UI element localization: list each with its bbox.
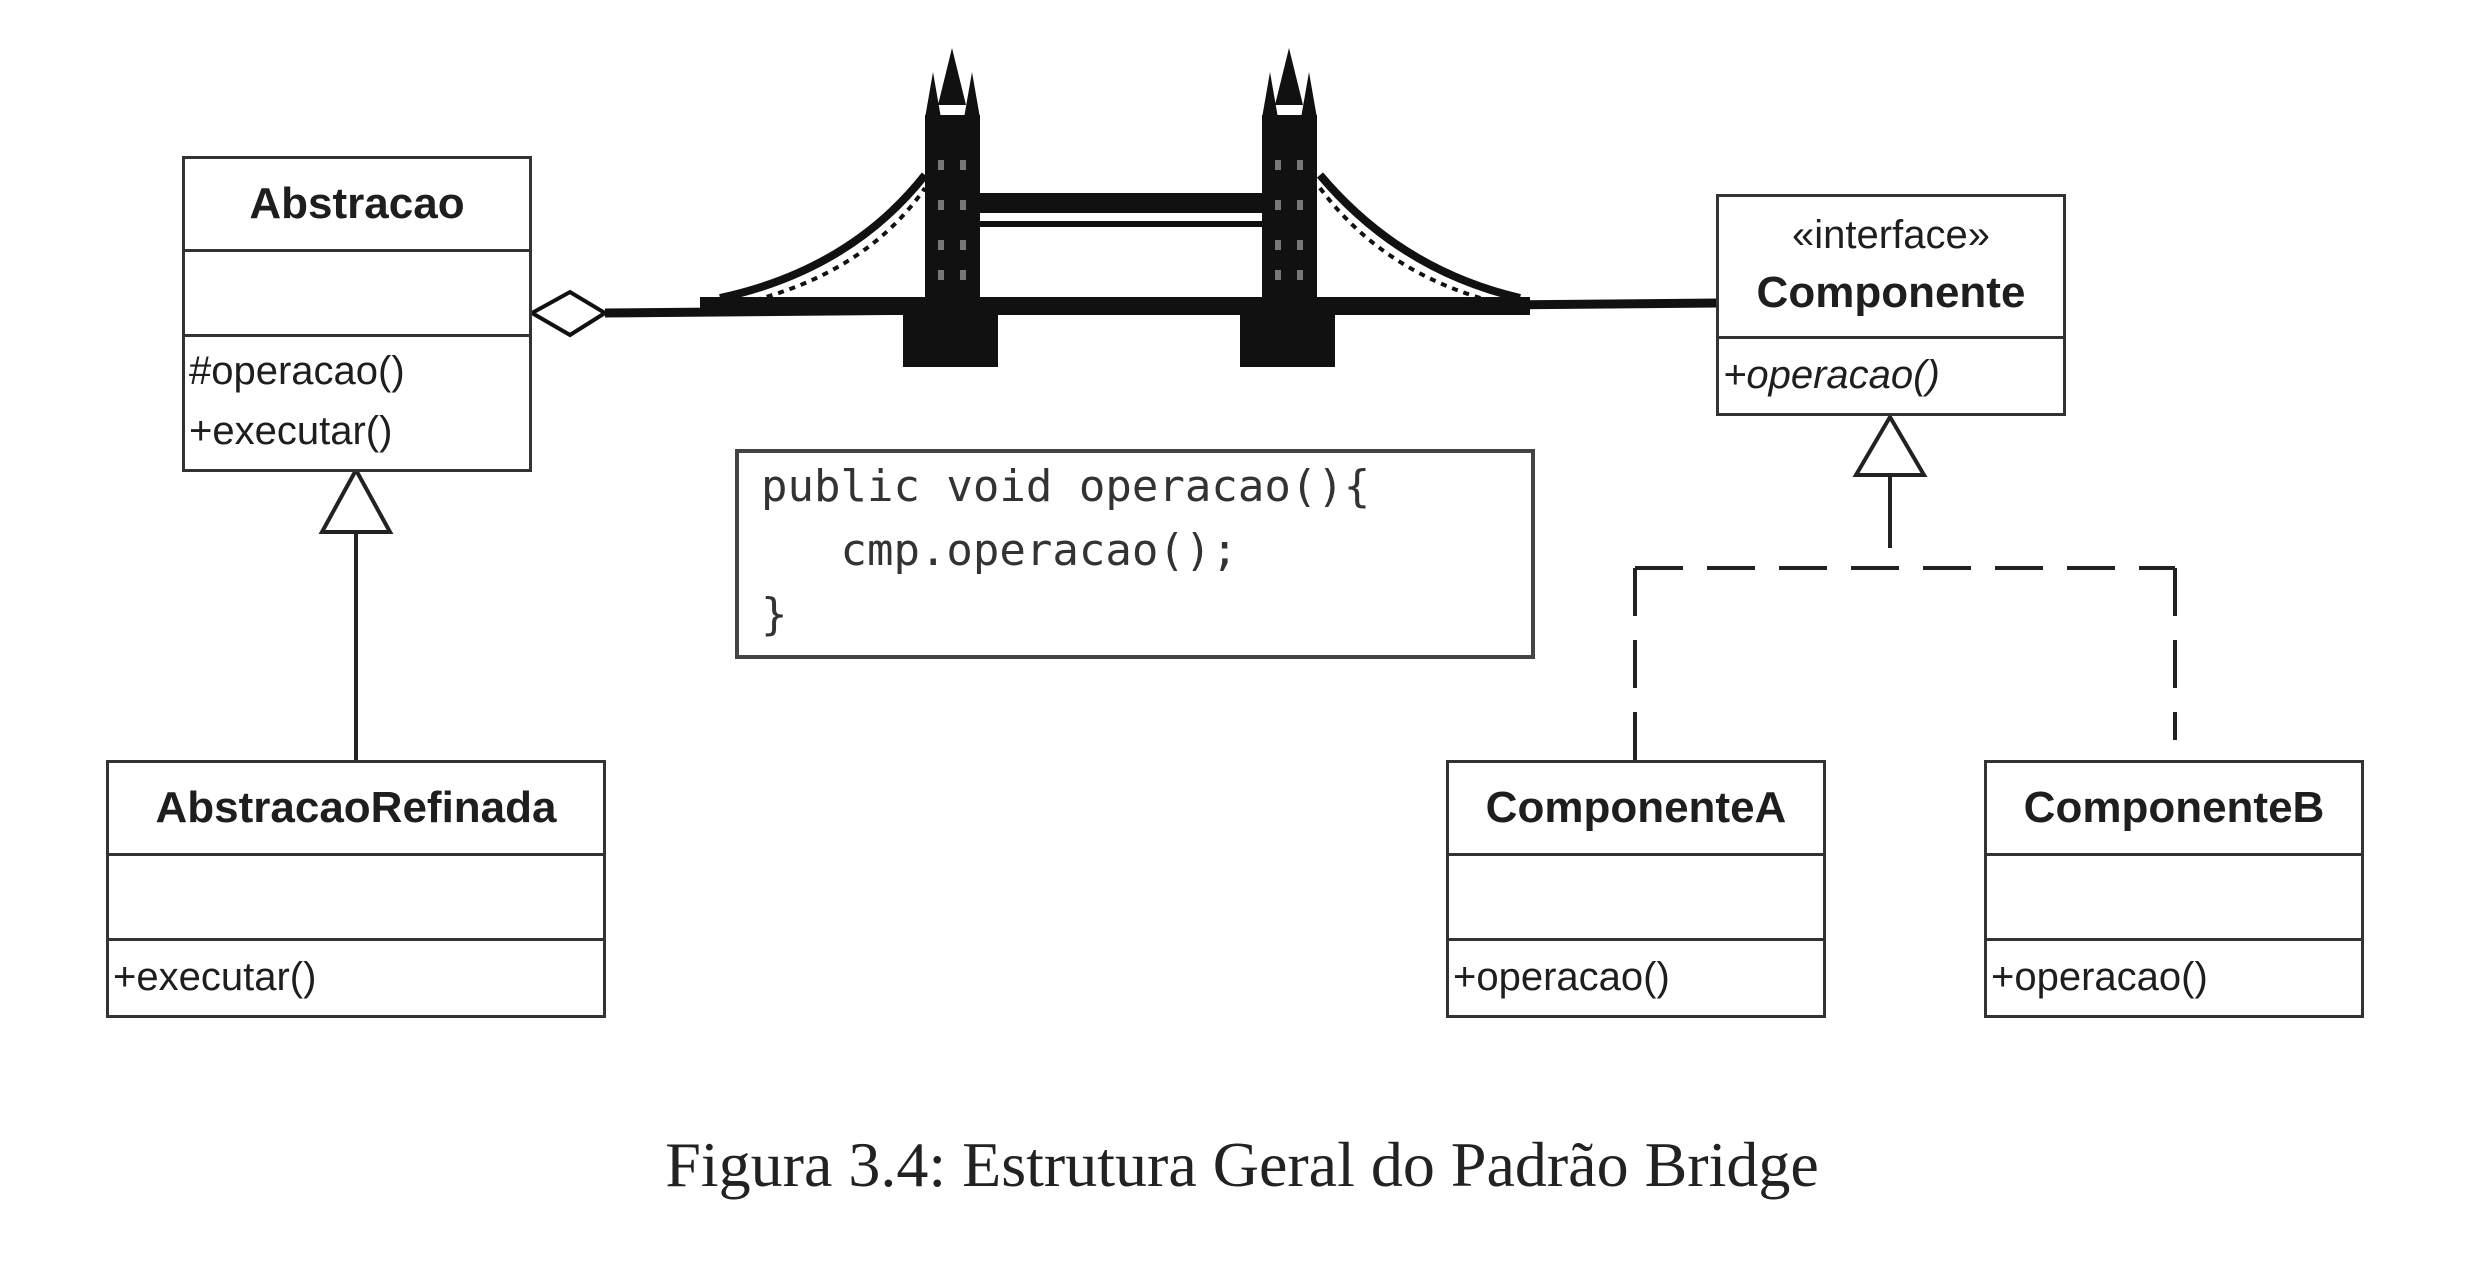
class-componente-a: ComponenteA +operacao() bbox=[1446, 760, 1826, 1018]
code-line: } bbox=[761, 589, 788, 640]
operation: +operacao() bbox=[1453, 955, 1670, 999]
code-line: public void operacao(){ bbox=[761, 461, 1371, 512]
class-name: AbstracaoRefinada bbox=[109, 763, 603, 856]
class-operations: #operacao() +executar() bbox=[185, 337, 529, 461]
class-operations: +operacao() bbox=[1449, 941, 1823, 1007]
class-name: Abstracao bbox=[185, 159, 529, 252]
class-abstracao: Abstracao #operacao() +executar() bbox=[182, 156, 532, 472]
class-componente-b: ComponenteB +operacao() bbox=[1984, 760, 2364, 1018]
class-attributes bbox=[109, 856, 603, 941]
figure-caption: Figura 3.4: Estrutura Geral do Padrão Br… bbox=[665, 1129, 1819, 1200]
class-operations: +executar() bbox=[109, 941, 603, 1007]
generalization-arrow-icon bbox=[318, 465, 394, 534]
class-attributes bbox=[185, 252, 529, 337]
class-header: «interface» Componente bbox=[1719, 197, 2063, 339]
class-attributes bbox=[1449, 856, 1823, 941]
operation: #operacao() bbox=[189, 349, 405, 393]
class-abstracao-refinada: AbstracaoRefinada +executar() bbox=[106, 760, 606, 1018]
operation: +operacao() bbox=[1723, 353, 1940, 397]
aggregation-diamond-icon bbox=[527, 289, 609, 338]
code-note: public void operacao(){ cmp.operacao(); … bbox=[735, 449, 1535, 659]
stereotype-label: «interface» bbox=[1792, 213, 1990, 257]
code-line: cmp.operacao(); bbox=[761, 525, 1238, 576]
class-name: ComponenteB bbox=[1987, 763, 2361, 856]
class-operations: +operacao() bbox=[1719, 339, 2063, 405]
realization-arrow-icon bbox=[1852, 413, 1928, 477]
operation: +executar() bbox=[113, 955, 317, 999]
operation: +operacao() bbox=[1991, 955, 2208, 999]
bridge-icon bbox=[700, 48, 1530, 367]
class-name: Componente bbox=[1756, 268, 2026, 317]
class-name: ComponenteA bbox=[1449, 763, 1823, 856]
generalization-relation bbox=[318, 465, 394, 760]
realization-relation bbox=[1633, 413, 2177, 760]
class-operations: +operacao() bbox=[1987, 941, 2361, 1007]
interface-componente: «interface» Componente +operacao() bbox=[1716, 194, 2066, 416]
class-attributes bbox=[1987, 856, 2361, 941]
operation: +executar() bbox=[189, 409, 393, 453]
